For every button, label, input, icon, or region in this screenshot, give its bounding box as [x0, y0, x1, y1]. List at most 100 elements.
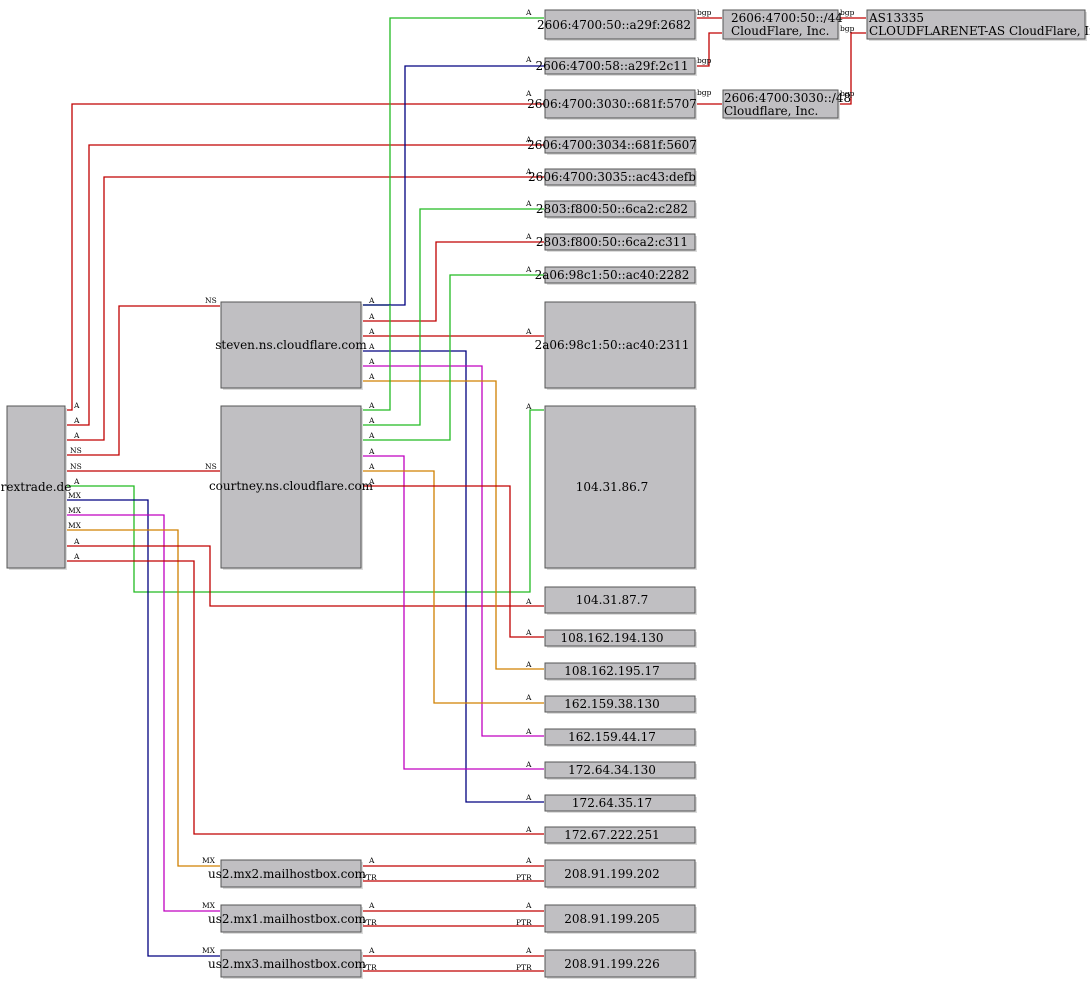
- node-ipv4-108-162-195-17[interactable]: 108.162.195.17: [544, 662, 697, 681]
- label-a: A: [368, 946, 375, 955]
- label-a: A: [525, 856, 532, 865]
- node-ipv6-ac40-2282[interactable]: 2a06:98c1:50::ac40:2282: [535, 266, 697, 285]
- node-ipv6-681f-5707[interactable]: 2606:4700:3030::681f:5707: [527, 89, 697, 120]
- node-label: 2803:f800:50::6ca2:c311: [536, 235, 688, 249]
- edge-steven-162-159-44-17: [361, 365, 544, 737]
- node-ipv4-172-64-35-17[interactable]: 172.64.35.17: [544, 794, 697, 813]
- node-label: 172.64.34.130: [568, 763, 656, 777]
- label-a: A: [368, 431, 375, 440]
- label-bgp: bgp: [697, 8, 712, 17]
- node-ipv6-ac43-defb[interactable]: 2606:4700:3035::ac43:defb: [528, 168, 697, 187]
- node-rextrade-de[interactable]: rextrade.de: [1, 405, 72, 570]
- node-label: 2606:4700:50::/44: [731, 11, 843, 25]
- label-a: A: [525, 793, 532, 802]
- node-ipv4-172-64-34-130[interactable]: 172.64.34.130: [544, 761, 697, 780]
- label-bgp: bgp: [697, 88, 712, 97]
- label-mx: MX: [68, 506, 82, 515]
- node-ipv4-208-91-199-226[interactable]: 208.91.199.226: [544, 949, 697, 979]
- node-us2-mx2[interactable]: us2.mx2.mailhostbox.com: [208, 859, 367, 889]
- node-ipv6-a29f-2c11[interactable]: 2606:4700:58::a29f:2c11: [535, 57, 697, 76]
- label-a: A: [525, 760, 532, 769]
- node-prefix-2606-4700-3030-48[interactable]: 2606:4700:3030::/48 Cloudflare, Inc.: [722, 89, 851, 120]
- node-us2-mx3[interactable]: us2.mx3.mailhostbox.com: [208, 949, 367, 979]
- node-us2-mx1[interactable]: us2.mx1.mailhostbox.com: [208, 904, 367, 934]
- edge-courtney-172-64-34-130: [361, 455, 544, 770]
- node-ipv6-a29f-2682[interactable]: 2606:4700:50::a29f:2682: [537, 9, 697, 41]
- label-a: A: [525, 901, 532, 910]
- edge-steven-172-64-35-17: [361, 350, 544, 803]
- node-courtney-ns[interactable]: courtney.ns.cloudflare.com: [209, 405, 374, 570]
- node-ipv6-ac40-2311[interactable]: 2a06:98c1:50::ac40:2311: [535, 301, 697, 390]
- label-bgp: bgp: [840, 8, 855, 17]
- node-label: 2606:4700:3035::ac43:defb: [528, 170, 696, 184]
- label-a: A: [525, 727, 532, 736]
- node-ipv4-162-159-38-130[interactable]: 162.159.38.130: [544, 695, 697, 714]
- node-ipv4-208-91-199-202[interactable]: 208.91.199.202: [544, 859, 697, 889]
- node-as13335[interactable]: AS13335 CLOUDFLARENET-AS CloudFlare, Inc…: [866, 9, 1090, 41]
- label-a: A: [73, 431, 80, 440]
- edge-steven-108-162-195-17: [361, 380, 544, 670]
- label-ns: NS: [205, 296, 217, 305]
- node-label: 162.159.44.17: [568, 730, 656, 744]
- label-ptr: PTR: [516, 963, 532, 972]
- node-label: CLOUDFLARENET-AS CloudFlare, Inc.: [869, 24, 1090, 38]
- node-label: 2a06:98c1:50::ac40:2311: [535, 338, 690, 352]
- edge-rextrade-v6-defb: [66, 176, 544, 441]
- node-label: 2606:4700:3030::/48: [724, 91, 851, 105]
- edge-bgp-2c11-prefix44: [695, 32, 722, 67]
- node-label: 2606:4700:50::a29f:2682: [537, 18, 691, 32]
- edge-rextrade-172-67-222-251: [66, 560, 544, 835]
- node-label: courtney.ns.cloudflare.com: [209, 479, 374, 493]
- label-a: A: [368, 312, 375, 321]
- node-ipv4-162-159-44-17[interactable]: 162.159.44.17: [544, 728, 697, 747]
- edge-rextrade-mx2: [66, 529, 220, 867]
- node-label: 2803:f800:50::6ca2:c282: [536, 202, 688, 216]
- node-label: 208.91.199.226: [564, 957, 659, 971]
- label-mx: MX: [202, 901, 216, 910]
- label-a: A: [525, 199, 532, 208]
- node-label: 104.31.86.7: [576, 480, 649, 494]
- node-ipv6-6ca2-c311[interactable]: 2803:f800:50::6ca2:c311: [536, 233, 697, 252]
- node-ipv4-108-162-194-130[interactable]: 108.162.194.130: [544, 629, 697, 648]
- label-bgp: bgp: [840, 24, 855, 33]
- label-ptr: PTR: [361, 963, 377, 972]
- node-ipv6-6ca2-c282[interactable]: 2803:f800:50::6ca2:c282: [536, 200, 697, 219]
- label-a: A: [368, 856, 375, 865]
- label-a: A: [368, 477, 375, 486]
- label-ns: NS: [70, 462, 82, 471]
- label-a: A: [525, 825, 532, 834]
- edge-rextrade-v6-5707: [66, 103, 544, 411]
- label-a: A: [368, 447, 375, 456]
- label-ptr: PTR: [361, 918, 377, 927]
- label-mx: MX: [202, 946, 216, 955]
- label-a: A: [73, 401, 80, 410]
- node-label: Cloudflare, Inc.: [724, 104, 818, 118]
- label-a: A: [368, 327, 375, 336]
- edge-rextrade-steven: [66, 305, 220, 456]
- node-label: 2606:4700:3030::681f:5707: [527, 97, 697, 111]
- label-a: A: [525, 167, 532, 176]
- label-a: A: [73, 416, 80, 425]
- node-label: 2606:4700:58::a29f:2c11: [535, 59, 688, 73]
- label-a: A: [368, 342, 375, 351]
- label-mx: MX: [202, 856, 216, 865]
- node-ipv4-104-31-86-7[interactable]: 104.31.86.7: [544, 405, 697, 570]
- node-label: us2.mx1.mailhostbox.com: [208, 912, 367, 926]
- edge-rextrade-mx3: [66, 499, 220, 957]
- node-ipv4-208-91-199-205[interactable]: 208.91.199.205: [544, 904, 697, 934]
- node-ipv6-681f-5607[interactable]: 2606:4700:3034::681f:5607: [527, 136, 697, 155]
- label-a: A: [525, 628, 532, 637]
- node-ipv4-104-31-87-7[interactable]: 104.31.87.7: [544, 586, 697, 615]
- node-prefix-2606-4700-50-44[interactable]: 2606:4700:50::/44 CloudFlare, Inc.: [722, 9, 843, 41]
- edge-courtney-v6-c282: [361, 208, 544, 426]
- edge-rextrade-mx1: [66, 514, 220, 912]
- edge-courtney-v6-2282: [361, 274, 544, 441]
- label-a: A: [525, 597, 532, 606]
- node-steven-ns[interactable]: steven.ns.cloudflare.com: [215, 301, 367, 390]
- label-ns: NS: [205, 462, 217, 471]
- node-label: 208.91.199.202: [564, 867, 659, 881]
- node-label: rextrade.de: [1, 480, 72, 494]
- label-a: A: [525, 89, 532, 98]
- node-ipv4-172-67-222-251[interactable]: 172.67.222.251: [544, 826, 697, 845]
